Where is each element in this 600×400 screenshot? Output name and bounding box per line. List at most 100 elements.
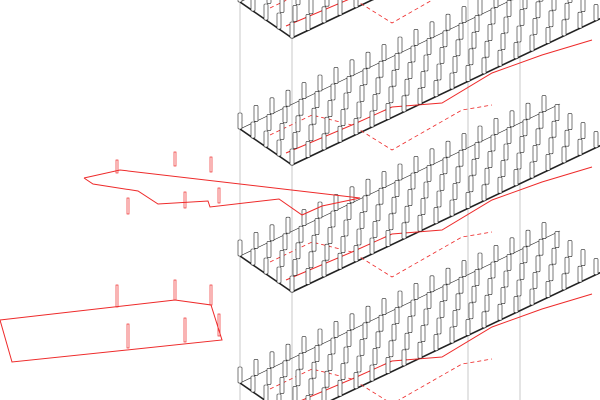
column (250, 0, 256, 12)
column (481, 184, 487, 202)
column (279, 123, 285, 140)
column (519, 263, 525, 280)
column (529, 288, 535, 306)
column (298, 352, 304, 370)
column (535, 128, 541, 146)
column (394, 180, 400, 197)
column (481, 57, 487, 75)
column (301, 82, 307, 99)
column (394, 307, 400, 324)
column (253, 232, 259, 249)
column (417, 87, 423, 105)
column (311, 107, 317, 125)
column (484, 294, 490, 312)
column (561, 273, 567, 291)
column (471, 158, 477, 176)
column (433, 207, 439, 224)
column (353, 245, 359, 262)
column (429, 275, 435, 293)
column (593, 258, 599, 275)
column (317, 328, 323, 346)
column (353, 0, 359, 8)
column (490, 7, 496, 25)
column (330, 83, 336, 101)
floating-column (217, 187, 221, 204)
column (333, 67, 339, 84)
column (263, 3, 269, 21)
column (413, 29, 419, 46)
column (471, 31, 477, 49)
column (369, 364, 375, 382)
column (516, 25, 522, 43)
slab-front-edge (291, 0, 374, 39)
column (503, 270, 509, 288)
column (372, 94, 378, 111)
column (388, 340, 394, 358)
column (375, 331, 381, 349)
column (538, 238, 544, 256)
column (522, 0, 528, 10)
column (298, 225, 304, 243)
column (321, 133, 327, 151)
column (282, 233, 288, 251)
column (413, 156, 419, 173)
column (442, 157, 448, 175)
column (426, 292, 432, 309)
column (372, 221, 378, 238)
column (577, 138, 583, 156)
column (567, 113, 573, 130)
column (292, 5, 298, 22)
column (535, 1, 541, 19)
column (487, 151, 493, 168)
column (445, 13, 451, 31)
column (497, 49, 503, 67)
column (445, 140, 451, 158)
column (397, 163, 403, 181)
column (439, 47, 445, 64)
column (407, 62, 413, 79)
column (580, 249, 586, 266)
column (538, 111, 544, 129)
column (285, 216, 291, 234)
column (343, 219, 349, 237)
column (362, 195, 368, 213)
column (324, 243, 330, 261)
column (237, 112, 243, 130)
column (532, 145, 538, 162)
column (433, 334, 439, 351)
column (378, 60, 384, 78)
column (404, 205, 410, 223)
column (349, 59, 355, 77)
column (305, 268, 311, 285)
column (535, 255, 541, 273)
floating-column (209, 156, 213, 173)
column (429, 21, 435, 39)
column (577, 11, 583, 29)
column (538, 0, 544, 2)
column (436, 63, 442, 81)
column (282, 106, 288, 124)
column (269, 351, 275, 369)
column (314, 91, 320, 108)
column (426, 38, 432, 55)
column (497, 303, 503, 321)
column (250, 248, 256, 266)
column (289, 148, 295, 166)
column (263, 130, 269, 148)
column (289, 21, 295, 39)
column (381, 298, 387, 315)
column (292, 259, 298, 276)
column (477, 0, 483, 16)
column (301, 209, 307, 226)
column (321, 260, 327, 278)
column (545, 27, 551, 44)
column (365, 51, 371, 69)
column (481, 311, 487, 329)
column (378, 187, 384, 205)
column (391, 323, 397, 341)
column (474, 142, 480, 159)
column (548, 264, 554, 282)
column (564, 129, 570, 147)
floor-slabs (237, 0, 600, 400)
column (292, 386, 298, 400)
